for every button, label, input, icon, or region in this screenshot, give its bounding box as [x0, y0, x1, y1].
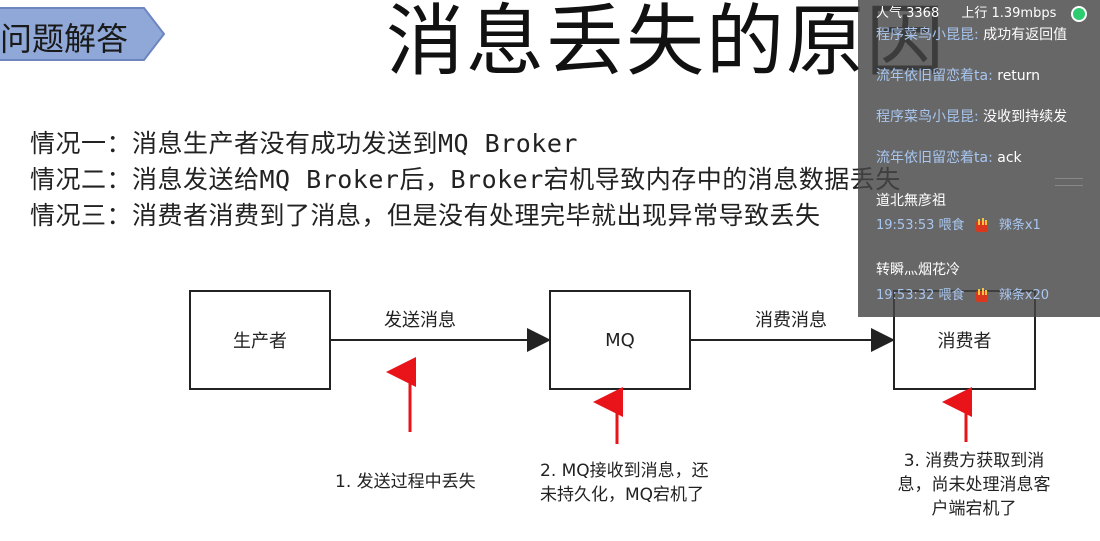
chat-message: 程序菜鸟小昆昆: 没收到持续发 [876, 106, 1067, 126]
live-status-icon [1070, 5, 1087, 22]
gift-action: 喂食 [938, 288, 965, 303]
gift-name: 辣条x20 [998, 288, 1050, 303]
cases-list: 情况一：消息生产者没有成功发送到MQ Broker 情况二：消息发送给MQ Br… [30, 126, 901, 234]
popularity-count: 人气 3368 [876, 6, 940, 21]
danmaku-overlay [858, 0, 1100, 317]
spicy-strip-gift-icon [975, 287, 988, 302]
gift-name: 辣条x1 [998, 218, 1041, 233]
chat-user: 程序菜鸟小昆昆: [876, 109, 979, 125]
gift-time: 19:53:32 [876, 288, 935, 303]
gift-entry: 19:53:53 喂食 辣条x1 [876, 214, 1041, 235]
chat-user: 程序菜鸟小昆昆: [876, 27, 979, 43]
case-2: 情况二：消息发送给MQ Broker后，Broker宕机导致内存中的消息数据丢失 [30, 165, 901, 194]
gift-sender: 道北無彦祖 [876, 193, 946, 209]
chat-message: 程序菜鸟小昆昆: 成功有返回值 [876, 24, 1067, 44]
case-3: 情况三：消费者消费到了消息，但是没有处理完毕就出现异常导致丢失 [30, 201, 821, 230]
chat-message: 流年依旧留恋着ta: ack [876, 147, 1022, 167]
consumer-label: 消费者 [937, 331, 992, 352]
producer-box: 生产者 [189, 290, 331, 390]
stream-status-bar: 人气 3368 上行 1.39mbps [876, 2, 1087, 22]
chat-text: ack [997, 150, 1022, 166]
gift-entry: 19:53:32 喂食 辣条x20 [876, 284, 1049, 305]
section-tag-shape [0, 7, 166, 61]
producer-label: 生产者 [233, 331, 287, 352]
gift-sender: 转瞬灬烟花冷 [876, 262, 960, 278]
spicy-strip-gift-icon [975, 217, 988, 232]
chat-user: 流年依旧留恋着ta: [876, 150, 993, 166]
upload-speed: 上行 1.39mbps [961, 6, 1057, 21]
case-1: 情况一：消息生产者没有成功发送到MQ Broker [30, 129, 578, 158]
chat-text: 成功有返回值 [983, 27, 1068, 43]
section-tag: 问题解答 [0, 20, 129, 58]
edge-send-label: 发送消息 [384, 310, 456, 331]
gift-time: 19:53:53 [876, 218, 935, 233]
gift-action: 喂食 [938, 218, 965, 233]
chat-message: 流年依旧留恋着ta: return [876, 65, 1040, 85]
drag-handle-icon[interactable] [1055, 178, 1083, 186]
chat-text: 没收到持续发 [983, 109, 1068, 125]
mq-box: MQ [549, 290, 691, 390]
mq-label: MQ [605, 329, 635, 351]
reason-1: 1. 发送过程中丢失 [335, 472, 476, 492]
edge-consume-label: 消费消息 [755, 310, 827, 331]
slide-title: 消息丢失的原因 [386, 0, 947, 87]
reason-2: 2. MQ接收到消息，还 未持久化，MQ宕机了 [540, 461, 709, 505]
reason-3: 3. 消费方获取到消 息，尚未处理消息客 户端宕机了 [897, 451, 1051, 519]
chat-text: return [997, 68, 1041, 84]
chat-user: 流年依旧留恋着ta: [876, 68, 993, 84]
